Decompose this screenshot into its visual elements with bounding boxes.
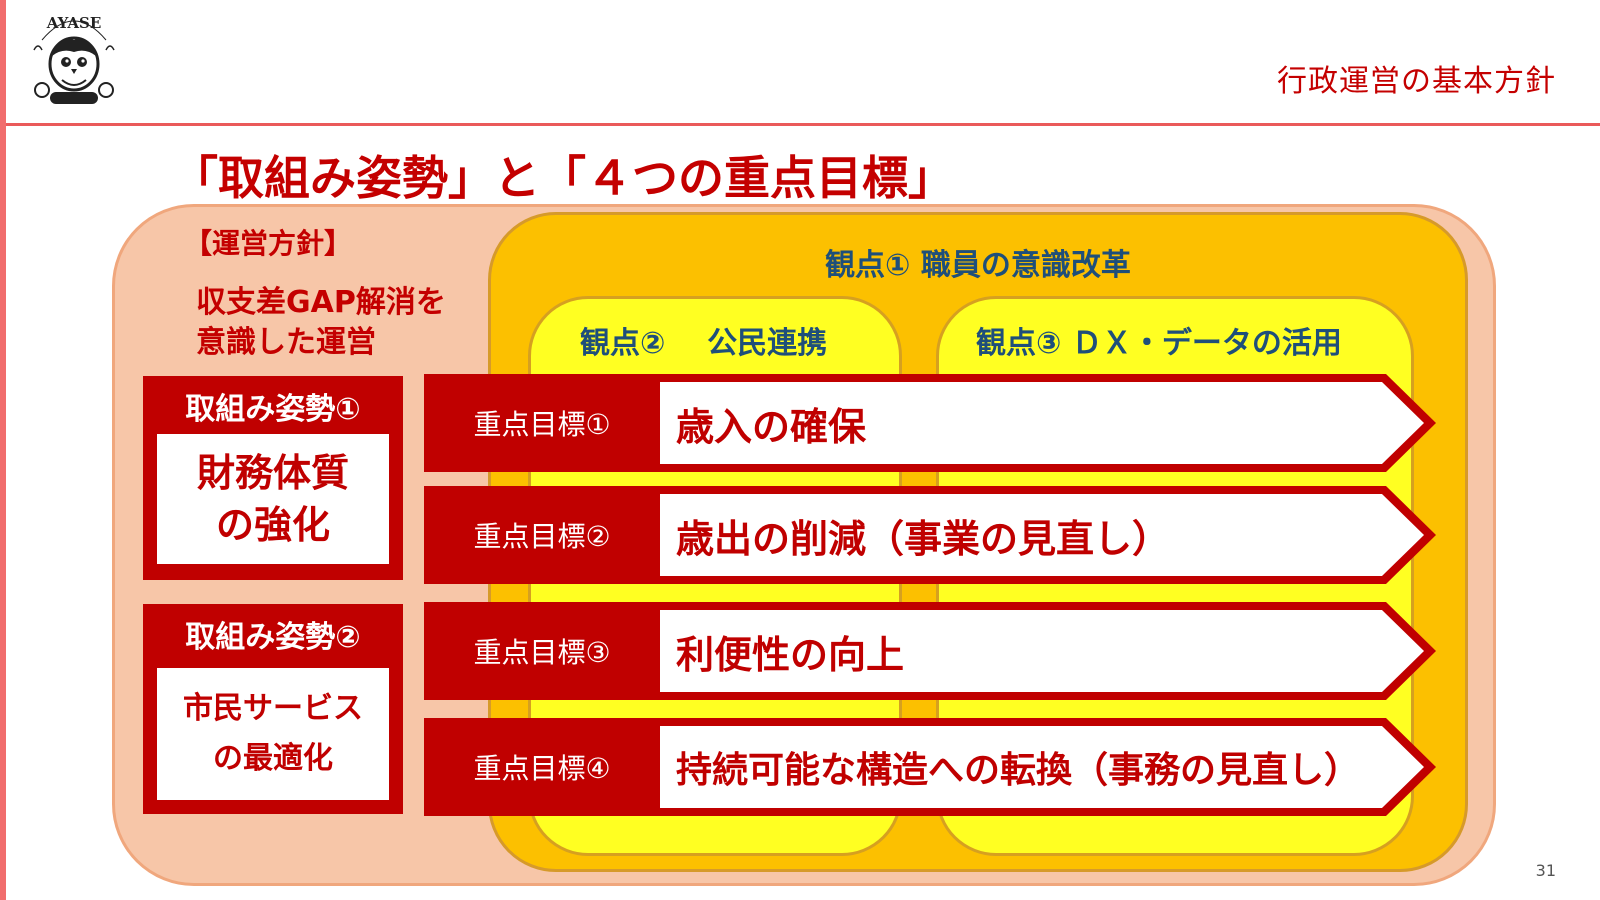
goal-4-text: 持続可能な構造への転換（事務の見直し） bbox=[676, 750, 1361, 791]
goal-2-arrow: 重点目標② 歳出の削減（事業の見直し） bbox=[424, 486, 1436, 584]
slide-title: 「取組み姿勢」と「４つの重点目標」 bbox=[172, 151, 954, 205]
viewpoint-1-title: 観点① 職員の意識改革 bbox=[825, 248, 1131, 283]
goal-1-arrow-shape bbox=[424, 374, 1436, 472]
goal-3-arrow-shape bbox=[424, 602, 1436, 700]
section-title: 行政運営の基本方針 bbox=[1277, 64, 1556, 99]
viewpoint-3-title: 観点③ ＤＸ・データの活用 bbox=[976, 326, 1342, 361]
goal-2-text: 歳出の削減（事業の見直し） bbox=[676, 516, 1171, 561]
left-accent-bar bbox=[0, 0, 6, 900]
policy-heading: 【運営方針】 bbox=[184, 227, 353, 260]
goal-4-label: 重点目標④ bbox=[473, 752, 611, 785]
goal-3-label: 重点目標③ bbox=[473, 636, 611, 669]
goal-4-arrow: 重点目標④ 持続可能な構造への転換（事務の見直し） bbox=[424, 718, 1436, 816]
policy-line-2: 意識した運営 bbox=[196, 325, 376, 360]
stance-1-line-1: 財務体質 bbox=[196, 451, 349, 495]
goal-3-arrow: 重点目標③ 利便性の向上 bbox=[424, 602, 1436, 700]
goal-4-arrow-shape bbox=[424, 718, 1436, 816]
goal-2-arrow-shape bbox=[424, 486, 1436, 584]
policy-description: 収支差GAP解消を 意識した運営 bbox=[196, 283, 496, 363]
stance-2-line-1: 市民サービス bbox=[183, 691, 363, 726]
viewpoint-2-title: 観点② 公民連携 bbox=[580, 326, 828, 361]
stance-2-box: 取組み姿勢② 市民サービス の最適化 bbox=[143, 604, 403, 814]
stance-2-content: 市民サービス の最適化 bbox=[157, 668, 389, 800]
stance-1-box: 取組み姿勢① 財務体質 の強化 bbox=[143, 376, 403, 580]
goal-1-arrow: 重点目標① 歳入の確保 bbox=[424, 374, 1436, 472]
header-divider bbox=[6, 123, 1600, 126]
goal-1-text: 歳入の確保 bbox=[676, 404, 867, 449]
goal-2-label: 重点目標② bbox=[473, 520, 611, 553]
ayase-mascot-logo: AYASE bbox=[22, 6, 126, 110]
goal-3-text: 利便性の向上 bbox=[676, 632, 905, 677]
page-number: 31 bbox=[1535, 861, 1556, 880]
goal-1-label: 重点目標① bbox=[473, 408, 611, 441]
stance-1-label: 取組み姿勢① bbox=[185, 392, 361, 427]
policy-line-1: 収支差GAP解消を bbox=[196, 285, 446, 320]
stance-1-content: 財務体質 の強化 bbox=[157, 434, 389, 564]
stance-2-line-2: の最適化 bbox=[213, 741, 333, 776]
stance-1-line-2: の強化 bbox=[215, 503, 330, 547]
stance-2-label: 取組み姿勢② bbox=[185, 620, 361, 655]
logo-text: AYASE bbox=[46, 14, 102, 32]
